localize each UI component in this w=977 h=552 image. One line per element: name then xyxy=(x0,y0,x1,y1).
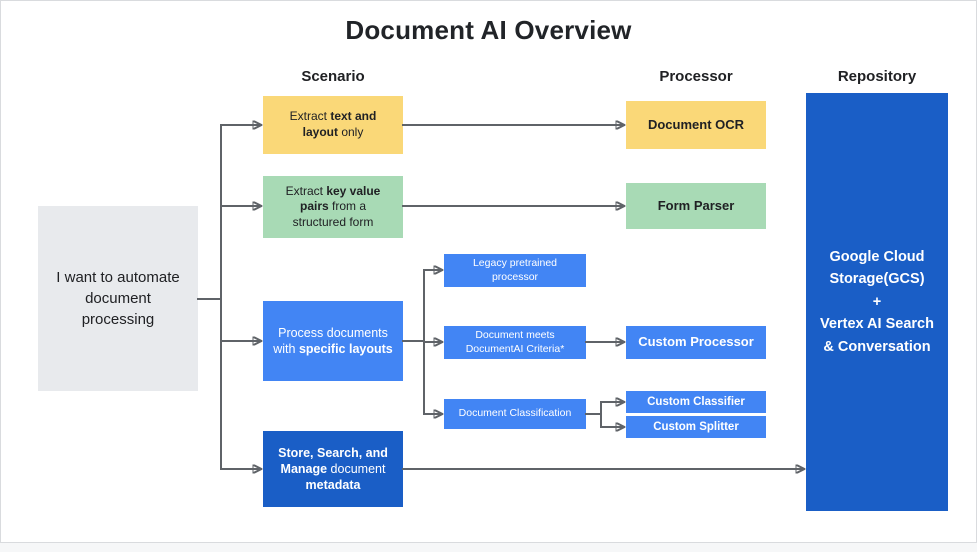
branch-box-documentai-criteria: Document meets DocumentAI Criteria* xyxy=(444,326,586,359)
start-box: I want to automate document processing xyxy=(38,206,198,391)
processor-custom-splitter-label: Custom Splitter xyxy=(653,420,739,433)
text-segment-bold: specific layouts xyxy=(298,342,393,356)
branch-box-legacy-pretrained: Legacy pretrained processor xyxy=(444,254,586,287)
branch-documentai-criteria-label: Document meets DocumentAI Criteria* xyxy=(465,328,565,355)
repository-box: Google Cloud Storage(GCS) + Vertex AI Se… xyxy=(806,93,948,511)
processor-custom-classifier-label: Custom Classifier xyxy=(647,395,745,408)
column-header-repository: Repository xyxy=(837,68,917,85)
processor-document-ocr-label: Document OCR xyxy=(647,116,745,132)
diagram-title: Document AI Overview xyxy=(345,15,632,45)
start-box-label: I want to automate document processing xyxy=(56,269,180,328)
text-segment: Process documents with xyxy=(273,325,388,356)
scenario-store-search-manage-label: Store, Search, and Manage document metad… xyxy=(273,445,393,494)
processor-box-document-ocr: Document OCR xyxy=(626,101,766,149)
branch-legacy-pretrained-label: Legacy pretrained processor xyxy=(472,256,558,283)
branch-document-classification-label: Document Classification xyxy=(458,407,572,420)
repository-line-vertex: Vertex AI Search & Conversation xyxy=(820,316,934,355)
column-header-processor: Processor xyxy=(659,68,733,85)
scenario-extract-key-value-label: Extract key value pairs from a structure… xyxy=(273,184,393,231)
text-segment: only xyxy=(337,125,364,139)
connector-trunk-specific-layouts xyxy=(402,269,425,415)
text-segment-bold: text and layout xyxy=(302,109,377,139)
scenario-box-extract-key-value: Extract key value pairs from a structure… xyxy=(263,176,403,238)
text-segment: from a structured form xyxy=(292,199,374,229)
processor-box-form-parser: Form Parser xyxy=(626,183,766,229)
processor-box-custom-splitter: Custom Splitter xyxy=(626,416,766,438)
scenario-box-extract-text-layout: Extract text and layout only xyxy=(263,96,403,154)
text-segment-bold: metadata xyxy=(305,478,361,493)
repository-line-gcs: Google Cloud Storage(GCS) xyxy=(829,248,925,288)
scenario-specific-layouts-label: Process documents with specific layouts xyxy=(273,325,393,358)
processor-custom-processor-label: Custom Processor xyxy=(638,334,754,350)
text-segment-bold: Store, Search, and Manage xyxy=(278,445,388,476)
text-segment: Extract xyxy=(289,109,331,124)
column-header-scenario: Scenario xyxy=(301,68,365,85)
text-segment: document xyxy=(327,461,386,476)
text-segment: Extract xyxy=(285,183,327,198)
branch-box-document-classification: Document Classification xyxy=(444,399,586,429)
processor-box-custom-classifier: Custom Classifier xyxy=(626,391,766,413)
scenario-extract-text-layout-label: Extract text and layout only xyxy=(273,109,393,140)
scenario-box-store-search-manage: Store, Search, and Manage document metad… xyxy=(263,431,403,507)
connector-trunk-classification xyxy=(585,401,602,428)
scenario-box-specific-layouts: Process documents with specific layouts xyxy=(263,301,403,381)
processor-box-custom-processor: Custom Processor xyxy=(626,326,766,359)
processor-form-parser-label: Form Parser xyxy=(657,197,735,213)
text-segment-bold: key value pairs xyxy=(299,183,381,214)
repository-label: Google Cloud Storage(GCS) + Vertex AI Se… xyxy=(816,246,938,358)
repository-line-plus: + xyxy=(872,293,882,310)
connector-trunk-start xyxy=(197,124,222,470)
